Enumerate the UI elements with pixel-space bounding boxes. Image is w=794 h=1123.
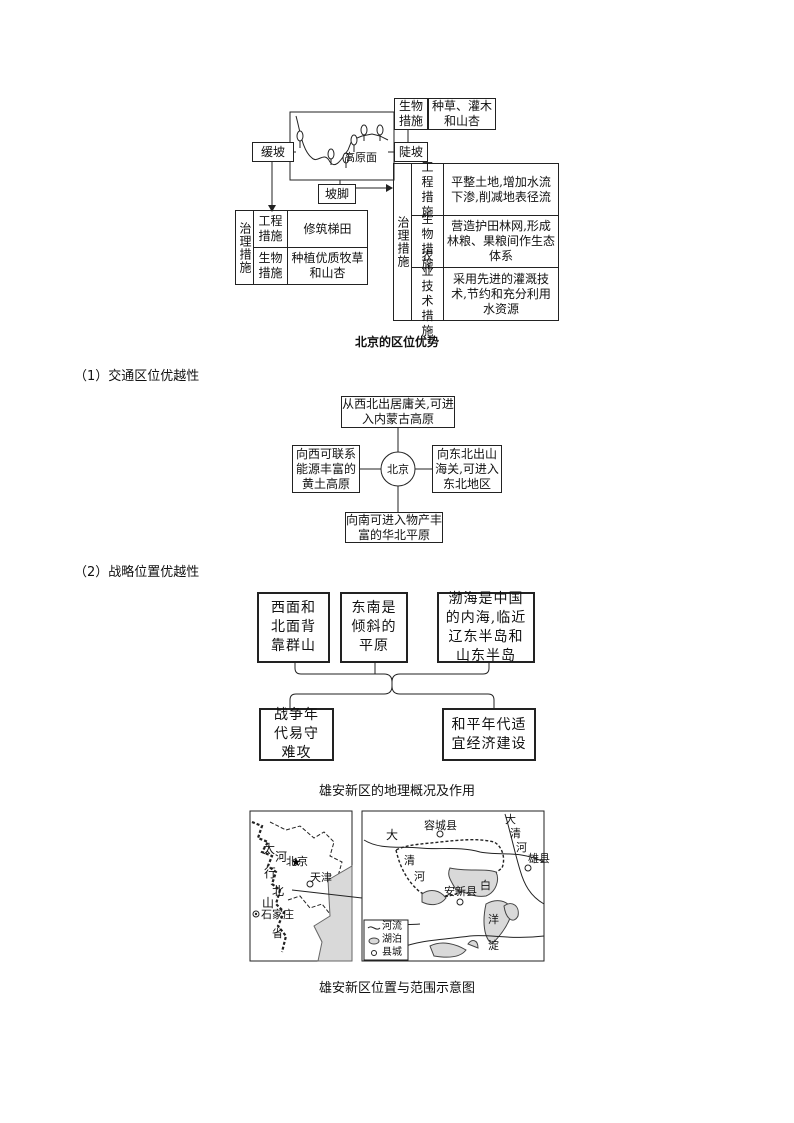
map-drawing: ★ [249, 810, 545, 962]
table-row-text: 平整土地,增加水流下渗,削减地表径流 [444, 164, 558, 216]
bio-measure-label-text: 生物措施 [398, 99, 423, 128]
map-label-da: 大 [386, 828, 399, 842]
map-label-anxin: 安新县 [444, 885, 477, 898]
xiongan-title: 雄安新区的地理概况及作用 [318, 784, 475, 799]
table-row-type: 生物措施 [254, 248, 288, 284]
map-label-beijing: 北京 [286, 855, 308, 868]
svg-text:★: ★ [291, 855, 302, 869]
map-label-shijiazhuang: 石家庄 [261, 908, 294, 921]
map-label-he: 河 [414, 870, 425, 883]
strategy-top-text: 东南是倾斜的平原 [351, 600, 397, 654]
map-left-taihang-2: 行 [264, 866, 277, 880]
beijing-title: 北京的区位优势 [354, 335, 439, 349]
gentle-slope-label: 缓坡 [252, 142, 294, 162]
strategy-top-box: 渤海是中国的内海,临近辽东半岛和山东半岛 [437, 590, 535, 664]
map-label-bai: 白 [480, 879, 491, 892]
bio-measure-label: 生物措施 [394, 98, 428, 130]
transport-east-box: 向东北出山海关,可进入东北地区 [432, 445, 502, 493]
strategy-bottom-box: 和平年代适宜经济建设 [442, 708, 536, 761]
map-label-qing: 清 [404, 854, 415, 867]
map-label-xiongxian: 雄县 [528, 852, 550, 865]
table-side-label: 治理措施 [236, 211, 254, 284]
strategy-bottom-box: 战争年代易守难攻 [259, 707, 334, 761]
transport-west-text: 向西可联系能源丰富的黄土高原 [295, 446, 356, 491]
slope-foot-label: 坡脚 [318, 184, 356, 204]
map-label-daqing-qing: 清 [510, 827, 521, 840]
table-row-type: 生物措施 [412, 212, 444, 271]
beijing-center-label: 北京 [387, 463, 409, 476]
steep-slope-text: 陡坡 [398, 144, 423, 159]
map-label-rongcheng: 容城县 [424, 819, 457, 832]
map-label-dian: 淀 [488, 939, 499, 952]
table-side-label: 治理措施 [394, 164, 412, 320]
steep-slope-table: 治理措施 工程措施 平整土地,增加水流下渗,削减地表径流 生物措施 营造护田林网… [393, 160, 559, 338]
bio-measure-text: 种草、灌木和山杏 [428, 98, 496, 130]
map-label-tianjin: 天津 [310, 871, 332, 884]
transport-north-text: 从西北出居庸关,可进入内蒙古高原 [342, 397, 454, 426]
strategy-bottom-text: 战争年代易守难攻 [274, 707, 319, 761]
map-caption: 雄安新区位置与范围示意图 [318, 981, 475, 996]
transport-east-text: 向东北出山海关,可进入东北地区 [435, 446, 499, 491]
map-left-taihang-3: 山 [262, 896, 275, 910]
legend-river: 河流 [382, 921, 402, 932]
bio-measure-text-value: 种草、灌木和山杏 [431, 99, 492, 128]
map-label-daqing-da: 大 [505, 813, 516, 826]
table-row-text: 修筑梯田 [288, 211, 367, 248]
map-label-daqing-he: 河 [516, 841, 527, 854]
table-row-text: 采用先进的灌溉技术,节约和充分利用水资源 [451, 271, 551, 316]
map-label-yang: 洋 [488, 913, 499, 926]
strategy-heading: （2）战略位置优越性 [74, 565, 200, 580]
slope-foot-text: 坡脚 [324, 186, 349, 201]
transport-south-box: 向南可进入物产丰富的华北平原 [345, 512, 443, 543]
map-left-sheng: 省 [272, 927, 283, 940]
gentle-slope-text: 缓坡 [260, 144, 285, 159]
map-left-he: 河 [275, 850, 288, 864]
map-left-taihang-1: 太 [263, 842, 276, 856]
transport-heading: （1）交通区位优越性 [74, 369, 200, 384]
table-row-type: 工程措施 [254, 211, 288, 248]
strategy-top-box: 西面和北面背靠群山 [257, 592, 330, 663]
steep-slope-label: 陡坡 [394, 142, 428, 162]
strategy-bottom-text: 和平年代适宜经济建设 [451, 716, 527, 752]
strategy-top-text: 渤海是中国的内海,临近辽东半岛和山东半岛 [445, 590, 527, 664]
table-row-text: 种植优质牧草和山杏 [291, 251, 364, 280]
legend-county: 县城 [382, 947, 402, 958]
transport-north-box: 从西北出居庸关,可进入内蒙古高原 [341, 396, 455, 428]
strategy-top-text: 西面和北面背靠群山 [271, 600, 316, 654]
transport-south-text: 向南可进入物产丰富的华北平原 [346, 512, 443, 542]
strategy-connectors [289, 663, 495, 708]
map-left-bei: 北 [272, 884, 285, 898]
transport-connectors [360, 428, 432, 512]
strategy-top-box: 东南是倾斜的平原 [340, 592, 408, 663]
legend-lake: 湖泊 [382, 934, 402, 945]
plateau-label: 高原面 [344, 151, 377, 164]
transport-west-box: 向西可联系能源丰富的黄土高原 [292, 445, 360, 493]
table-row-text: 营造护田林网,形成林粮、果粮间作生态体系 [444, 216, 558, 268]
gentle-slope-table: 治理措施 工程措施 修筑梯田 生物措施 种植优质牧草和山杏 [235, 210, 368, 285]
slope-connectors [252, 111, 412, 212]
